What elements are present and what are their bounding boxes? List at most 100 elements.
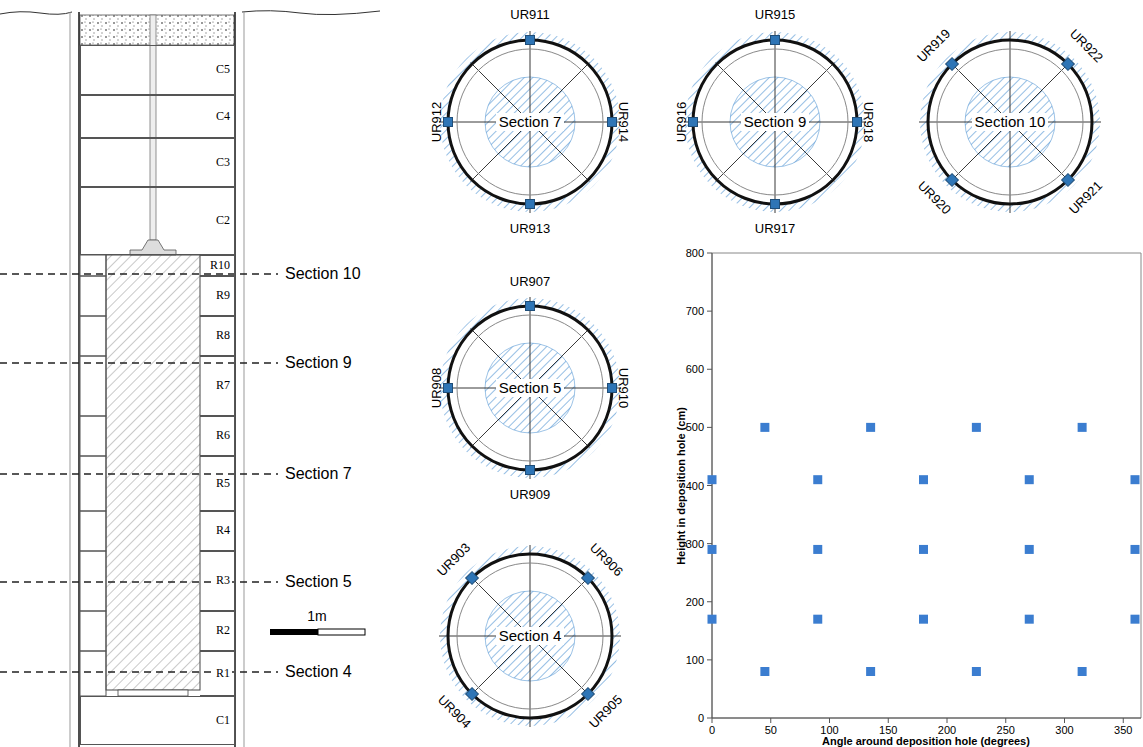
- chart-frame: [712, 253, 1141, 718]
- section-name: Section 5: [496, 379, 565, 398]
- sensor-point: [760, 423, 769, 432]
- block-label: R1: [214, 667, 232, 680]
- rock-hatch: [685, 32, 865, 212]
- block-label: R7: [214, 379, 232, 392]
- block-label: C5: [214, 63, 232, 76]
- inner-ring: [937, 49, 1083, 195]
- tick-label: 150: [879, 724, 897, 736]
- backfill: [80, 15, 234, 45]
- hole-wall: [693, 40, 857, 204]
- sensor-id: UR903: [435, 541, 474, 580]
- section-ring: Section 5: [438, 296, 622, 480]
- sensor-diamond: [582, 688, 595, 701]
- sensor-point: [1131, 475, 1140, 484]
- tick-label: 0: [709, 724, 715, 736]
- sensor-id: UR920: [915, 179, 954, 218]
- section-line: [0, 671, 278, 673]
- x-tick: [1123, 718, 1124, 723]
- sensor-square: [853, 118, 862, 127]
- deposition-hole: [0, 11, 380, 747]
- section-label: Section 4: [283, 663, 354, 681]
- sensor-id: UR908: [430, 368, 444, 408]
- sensor-point: [1131, 545, 1140, 554]
- sensor-point: [919, 475, 928, 484]
- sensor-point: [813, 475, 822, 484]
- sensor-square: [526, 302, 535, 311]
- sensor-point: [760, 667, 769, 676]
- sensor-square: [771, 36, 780, 45]
- sensor-id: UR918: [861, 102, 875, 142]
- sensor-id: UR917: [755, 222, 795, 236]
- buffer-block: R6: [200, 416, 235, 456]
- ring-block-left: [80, 456, 106, 511]
- buffer-block: R5: [200, 456, 235, 511]
- y-tick: [707, 601, 712, 602]
- ring-block-left: [80, 611, 106, 651]
- scale-bar: [318, 629, 365, 635]
- sensor-point: [866, 423, 875, 432]
- block-label: C4: [214, 110, 232, 123]
- ring-block-left: [80, 276, 106, 316]
- sensor-point: [1078, 423, 1087, 432]
- sensor-square: [689, 118, 698, 127]
- sensor-square: [608, 118, 617, 127]
- rock-hatch: [440, 298, 620, 478]
- inner-ring: [457, 563, 603, 709]
- sensor-id: UR922: [1067, 27, 1106, 66]
- tick-label: 300: [1055, 724, 1073, 736]
- buffer-block: R2: [200, 611, 235, 651]
- ring-block-left: [80, 551, 106, 611]
- buffer-block: R3: [200, 551, 235, 611]
- y-tick: [707, 718, 712, 719]
- sensor-id: UR914: [616, 102, 630, 142]
- buffer-block: R8: [200, 316, 235, 356]
- sensor-diamond: [946, 58, 959, 71]
- sensor-point: [972, 423, 981, 432]
- sensor-square: [526, 36, 535, 45]
- inner-ring: [702, 49, 848, 195]
- section-line: [0, 581, 278, 583]
- sensor-point: [708, 615, 717, 624]
- x-tick: [712, 718, 713, 723]
- rock-hatch: [440, 32, 620, 212]
- scatter-chart: [707, 253, 1141, 723]
- sensor-square: [771, 200, 780, 209]
- block-label: R6: [214, 429, 232, 442]
- sensor-id: UR905: [587, 693, 626, 732]
- hole-wall: [448, 554, 612, 718]
- sensor-square: [526, 466, 535, 475]
- section-ring: Section 4: [438, 544, 622, 728]
- block-label: R3: [214, 574, 232, 587]
- sensor-diamond: [582, 572, 595, 585]
- sensor-id: UR910: [616, 368, 630, 408]
- scale-label: 1m: [307, 609, 326, 624]
- tick-label: 700: [686, 305, 704, 317]
- tick-label: 250: [997, 724, 1015, 736]
- section-ring: Section 9: [683, 30, 867, 214]
- axis-line: [471, 63, 590, 182]
- hole-wall: [244, 12, 245, 747]
- axis-line: [951, 63, 1070, 182]
- tick-label: 100: [686, 654, 704, 666]
- y-tick: [707, 659, 712, 660]
- sensor-id: UR909: [510, 488, 550, 502]
- axis-line: [716, 63, 835, 182]
- hole-wall: [928, 40, 1092, 204]
- sensor-diamond: [1062, 174, 1075, 187]
- section-ring: Section 10: [918, 30, 1102, 214]
- canister: [106, 255, 200, 690]
- section-label: Section 10: [283, 265, 363, 283]
- sensor-point: [866, 667, 875, 676]
- tick-label: 600: [686, 363, 704, 375]
- ground-line: [0, 11, 380, 15]
- rod: [150, 15, 156, 240]
- sensor-square: [444, 118, 453, 127]
- ring-block-left: [80, 651, 106, 696]
- axis-line: [471, 577, 590, 696]
- ring-block-left: [80, 356, 106, 416]
- block-label: C2: [214, 214, 232, 227]
- tick-label: 200: [938, 724, 956, 736]
- tick-label: 300: [686, 538, 704, 550]
- ring-block-left: [80, 316, 106, 356]
- tick-label: 0: [698, 712, 704, 724]
